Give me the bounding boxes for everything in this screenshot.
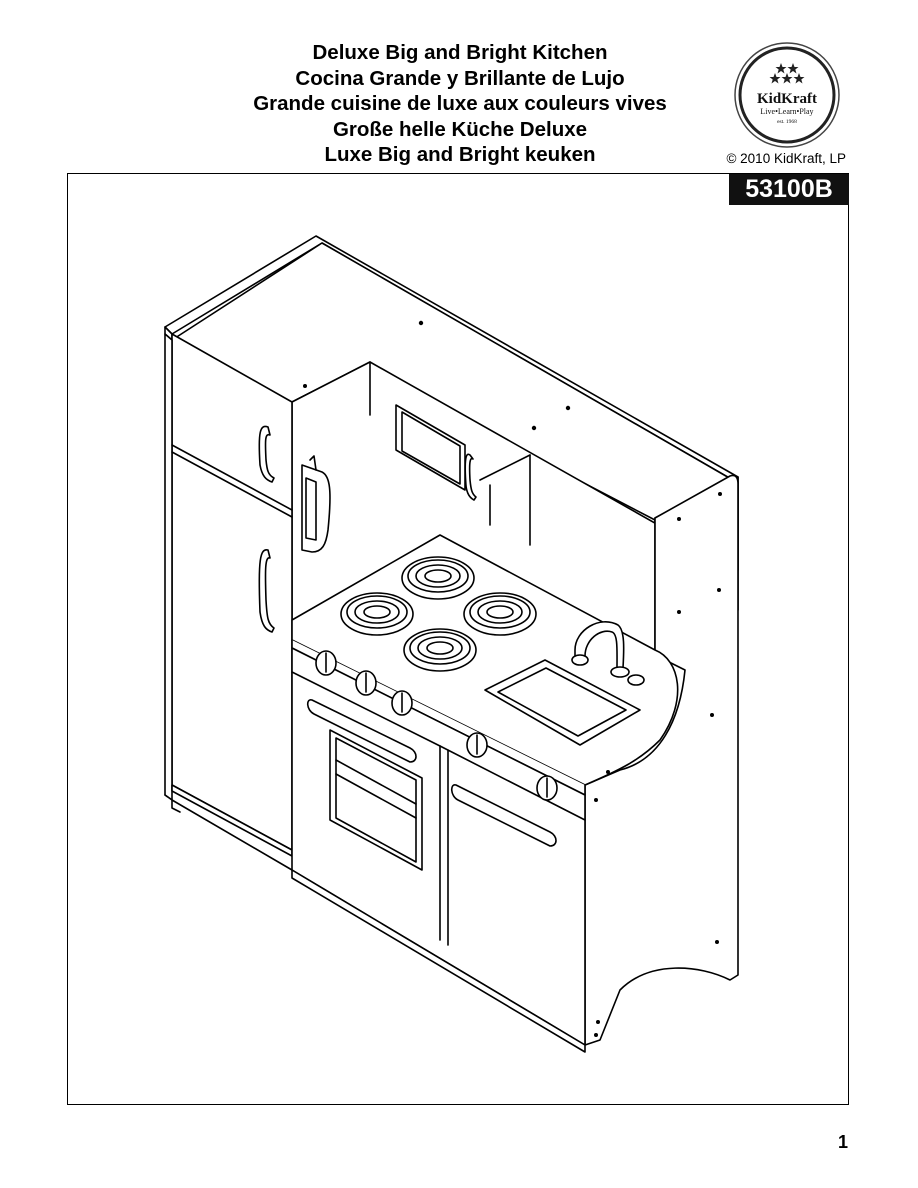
- fridge-body: [171, 333, 293, 851]
- title-german: Große helle Küche Deluxe: [332, 117, 588, 141]
- cabinet-door-handle: [450, 784, 557, 847]
- fridge-handle: [258, 549, 275, 633]
- freezer-handle: [258, 425, 275, 483]
- side-panel: [584, 474, 739, 1046]
- title-english: Deluxe Big and Bright Kitchen: [312, 41, 608, 64]
- microwave-handle: [464, 453, 477, 501]
- title-french: Grande cuisine de luxe aux couleurs vive…: [253, 92, 667, 115]
- title-spanish: Cocina Grande y Brillante de Lujo: [295, 66, 625, 90]
- logo-est: est. 1968: [777, 119, 797, 125]
- oven-handle: [306, 699, 417, 763]
- logo-tagline: Live•Learn•Play: [760, 107, 813, 116]
- model-number-badge: 53100B: [729, 174, 849, 205]
- burners: [340, 556, 537, 672]
- kidkraft-logo: KidKraft Live•Learn•Play est. 1968: [734, 42, 840, 148]
- title-block: Deluxe Big and Bright Kitchen Cocina Gra…: [160, 40, 760, 168]
- illustration-frame: [67, 173, 849, 1105]
- screw-holes: [303, 320, 722, 1037]
- stove-knobs: [315, 650, 558, 801]
- title-dutch: Luxe Big and Bright keuken: [324, 143, 596, 166]
- page-number: 1: [837, 1132, 848, 1152]
- copyright-notice: © 2010 KidKraft, LP: [726, 151, 846, 166]
- logo-brand: KidKraft: [757, 91, 817, 107]
- stars-icon: [769, 63, 805, 84]
- kitchen-illustration: [164, 235, 739, 1053]
